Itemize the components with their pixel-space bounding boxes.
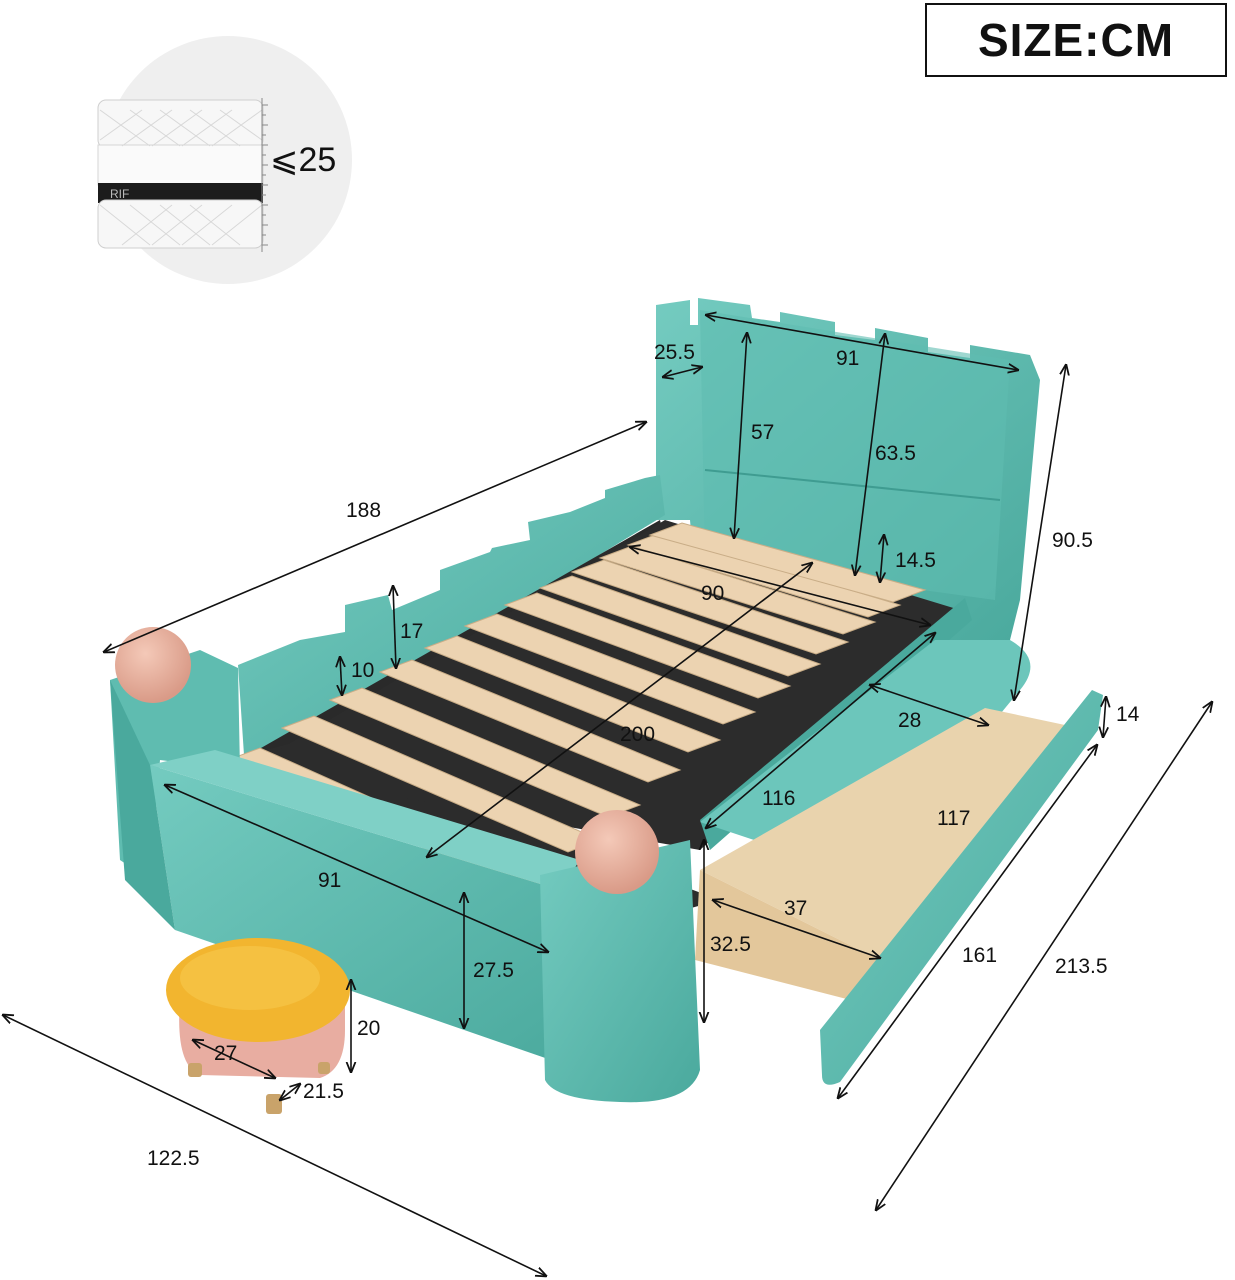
- dim-total-width: 122.5: [147, 1147, 200, 1170]
- dim-side-rail-height: 10: [351, 659, 375, 682]
- dim-headboard-height: 63.5: [875, 442, 916, 465]
- dim-total-length: 213.5: [1055, 955, 1108, 978]
- mattress-inset: RIF: [97, 36, 352, 284]
- dimension-lines: [3, 315, 1212, 1276]
- dim-drawer-length: 117: [937, 807, 971, 830]
- dim-overall-height: 90.5: [1052, 529, 1093, 552]
- dim-slat-width: 90: [701, 582, 725, 605]
- dim-drawer-height: 32.5: [710, 933, 751, 956]
- dim-drawer-width: 37: [784, 897, 808, 920]
- mattress-brand-text: RIF: [110, 187, 129, 201]
- dim-drawer-front-height: 14: [1116, 703, 1140, 726]
- mattress-max-thickness: ⩽25: [270, 141, 337, 179]
- ball-decoration-right: [575, 810, 659, 894]
- dim-shelf-depth: 28: [898, 709, 922, 732]
- dim-headboard-gap: 14.5: [895, 549, 936, 572]
- dim-side-crenel-height: 17: [400, 620, 424, 643]
- dim-stool-depth: 21.5: [303, 1080, 344, 1103]
- dim-footboard-width: 91: [318, 869, 342, 892]
- dim-overall-length: 188: [346, 499, 382, 522]
- dim-headboard-inner-height: 57: [751, 421, 775, 444]
- dim-headboard-width: 91: [836, 347, 860, 370]
- dim-drawer-front-length: 161: [962, 944, 998, 967]
- ball-decoration-left: [115, 627, 191, 703]
- dim-inner-length: 200: [620, 723, 656, 746]
- dim-headboard-side-depth: 25.5: [654, 341, 695, 364]
- dim-stool-width: 27: [214, 1042, 238, 1065]
- dim-footboard-height: 27.5: [473, 959, 514, 982]
- dim-stool-height: 20: [357, 1017, 381, 1040]
- dim-shelf-length: 116: [762, 787, 796, 810]
- size-unit-label: SIZE:CM: [925, 3, 1227, 77]
